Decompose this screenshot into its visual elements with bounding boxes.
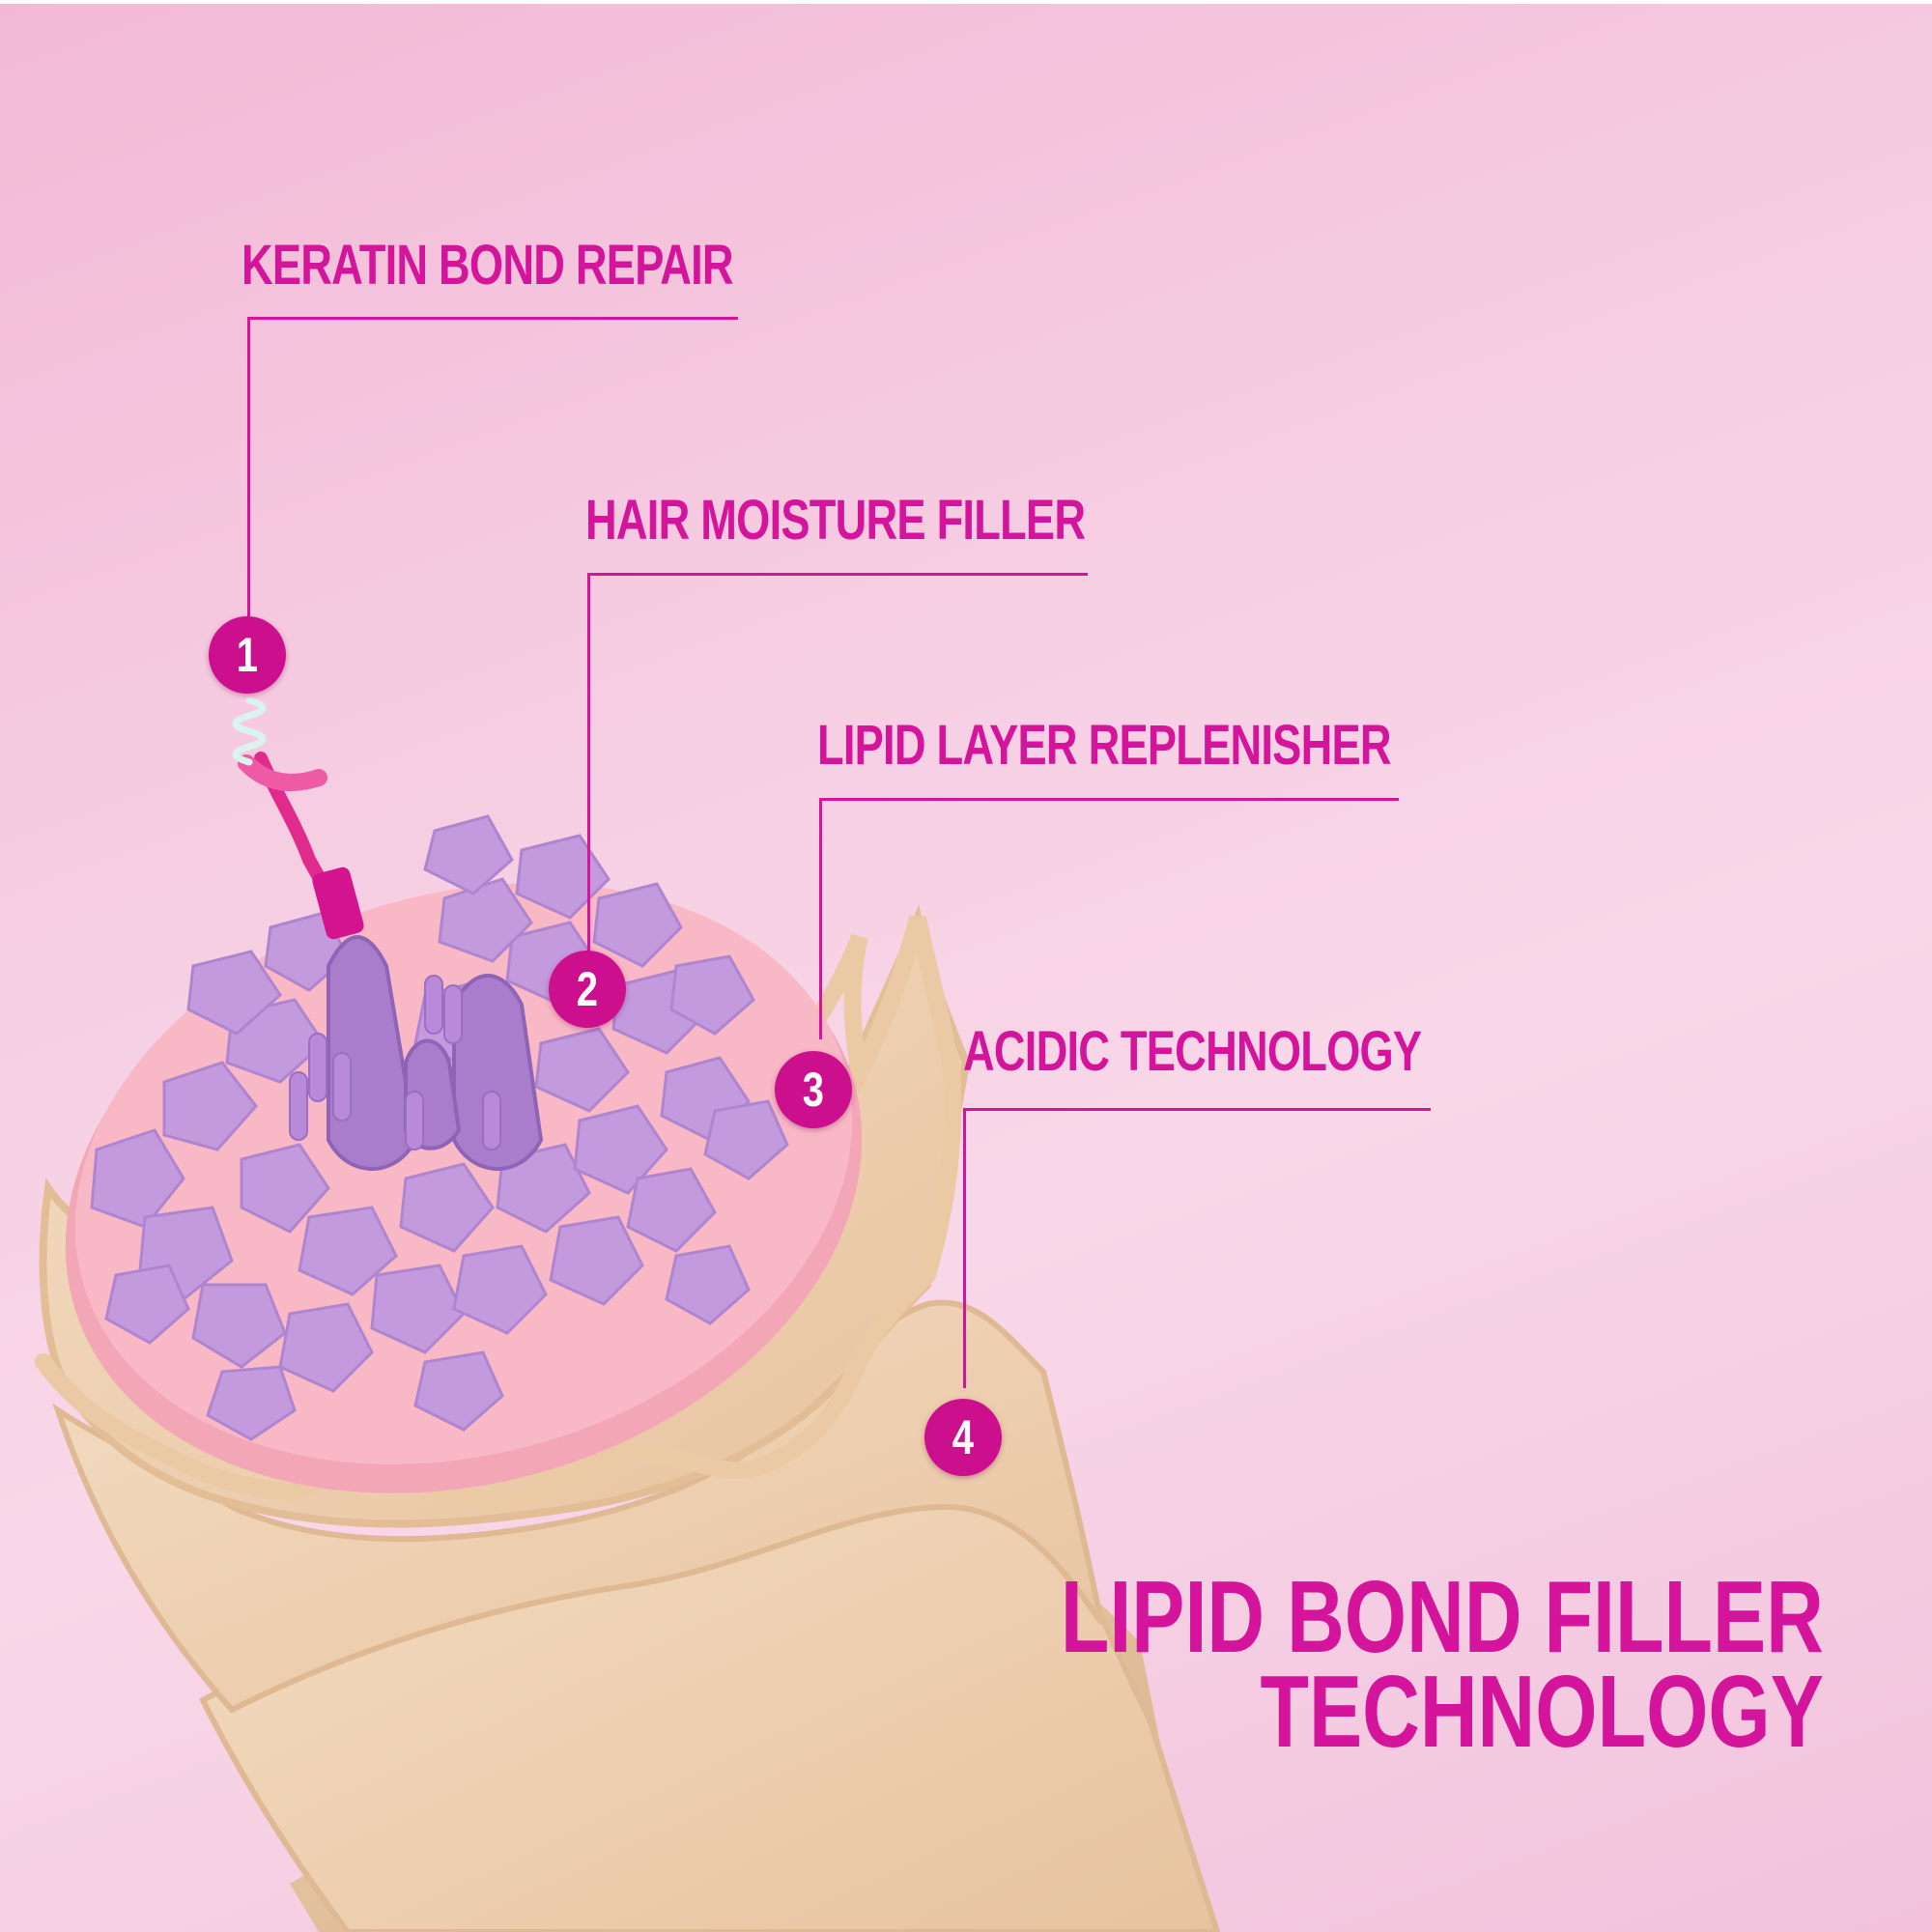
headline-line-2: TECHNOLOGY [1260, 1655, 1824, 1769]
headline: LIPID BOND FILLER TECHNOLOGY [1060, 1560, 1824, 1769]
callout-2-label: HAIR MOISTURE FILLER [585, 489, 1086, 552]
callout-2-marker: 2 [549, 951, 626, 1028]
callout-3-marker: 3 [775, 1051, 852, 1128]
callout-2-vertical-line [587, 573, 590, 959]
cuticle-rim [35, 915, 962, 1512]
callout-1-vertical-line [247, 317, 250, 618]
callout-1-label: KERATIN BOND REPAIR [242, 234, 734, 297]
callout-1-marker: 1 [209, 616, 286, 694]
fiber-rods [289, 975, 501, 1151]
callout-3-vertical-line [819, 798, 822, 1039]
callout-4-marker: 4 [924, 1399, 1002, 1476]
keratin-protein-strand [232, 696, 364, 940]
callout-1-horizontal-line [247, 317, 738, 320]
callout-3-number: 3 [802, 1063, 825, 1117]
callout-4-horizontal-line [963, 1108, 1431, 1111]
callout-3-horizontal-line [819, 798, 1399, 801]
callout-2-number: 2 [576, 962, 599, 1016]
callout-3-label: LIPID LAYER REPLENISHER [817, 714, 1392, 777]
top-border [0, 0, 1932, 4]
callout-4-vertical-line [963, 1108, 966, 1388]
callout-4-number: 4 [952, 1410, 975, 1464]
callout-1-number: 1 [236, 628, 259, 682]
callout-4-label: ACIDIC TECHNOLOGY [963, 1020, 1422, 1083]
callout-2-horizontal-line [587, 573, 1088, 576]
headline-line-1: LIPID BOND FILLER [1060, 1560, 1824, 1674]
